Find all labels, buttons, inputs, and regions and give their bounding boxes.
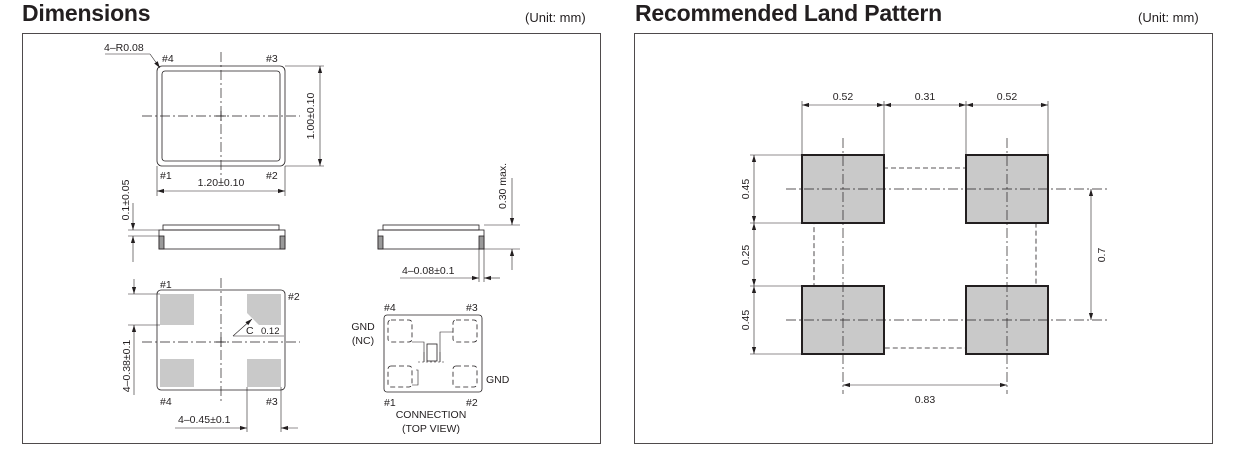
land-top-dim-1: 0.52 — [833, 91, 854, 103]
conn-pin3-label: #3 — [466, 302, 478, 314]
conn-pin1-label: #1 — [384, 397, 396, 409]
conn-gnd-nc-line1: GND — [351, 321, 375, 333]
connection-diagram: #4 #3 #1 #2 GND (NC) GND CONNECTION (TOP… — [351, 302, 509, 435]
chamfer-c-label: C — [246, 325, 254, 337]
land-left-dim-2: 0.25 — [740, 245, 752, 266]
pad-width-label: 4–0.45±0.1 — [178, 414, 231, 426]
land-pattern-frame — [634, 33, 1213, 444]
land-top-dim-3: 0.52 — [997, 91, 1018, 103]
land-right-dim: 0.7 — [1096, 248, 1108, 263]
electrode-thickness-label: 4–0.08±0.1 — [402, 265, 455, 277]
top-pin1-label: #1 — [160, 170, 172, 182]
top-pin4-label: #4 — [162, 53, 174, 65]
dimensions-title: Dimensions — [22, 0, 151, 26]
conn-pin4-label: #4 — [384, 302, 396, 314]
land-top-dim-2: 0.31 — [915, 91, 936, 103]
top-pin2-label: #2 — [266, 170, 278, 182]
bottom-pin1-label: #1 — [160, 279, 172, 291]
dimensions-unit: (Unit: mm) — [525, 10, 586, 25]
conn-pin2-label: #2 — [466, 397, 478, 409]
bottom-pin2-label: #2 — [288, 291, 300, 303]
land-left-dim-1: 0.45 — [740, 179, 752, 200]
bottom-pin4-label: #4 — [160, 396, 172, 408]
chamfer-value-label: 0.12 — [261, 326, 280, 337]
land-bottom-dim: 0.83 — [915, 394, 936, 406]
top-view: 4–R0.08 #4 #3 #1 #2 1.00±0.10 1.20±0.10 — [104, 42, 324, 196]
land-pattern-title: Recommended Land Pattern — [635, 0, 943, 26]
bottom-pin3-label: #3 — [266, 396, 278, 408]
top-height-label: 1.00±0.10 — [305, 93, 317, 140]
conn-caption-line2: (TOP VIEW) — [402, 423, 460, 435]
conn-gnd-nc-line2: (NC) — [352, 335, 374, 347]
land-left-dim-3: 0.45 — [740, 310, 752, 331]
conn-caption-line1: CONNECTION — [396, 409, 467, 421]
bottom-view: #1 #2 #4 #3 C 0.12 4–0.38±0.1 4–0.45±0.1 — [121, 278, 300, 432]
corner-radius-label: 4–R0.08 — [104, 42, 144, 54]
land-pattern-drawing: 0.52 0.31 0.52 0.45 0.25 0.45 0.7 0.83 — [740, 91, 1110, 406]
dimensions-frame — [22, 33, 601, 444]
conn-gnd-label: GND — [486, 374, 510, 386]
side-max-height-label: 0.30 max. — [497, 163, 509, 209]
land-pattern-unit: (Unit: mm) — [1138, 10, 1199, 25]
pad-height-label: 4–0.38±0.1 — [121, 340, 133, 393]
side-view-left: 0.1±0.05 — [120, 179, 286, 262]
side-view-right: 0.30 max. 4–0.08±0.1 — [377, 163, 520, 282]
top-width-label: 1.20±0.10 — [198, 177, 245, 189]
side-gap-label: 0.1±0.05 — [120, 179, 132, 220]
top-pin3-label: #3 — [266, 53, 278, 65]
